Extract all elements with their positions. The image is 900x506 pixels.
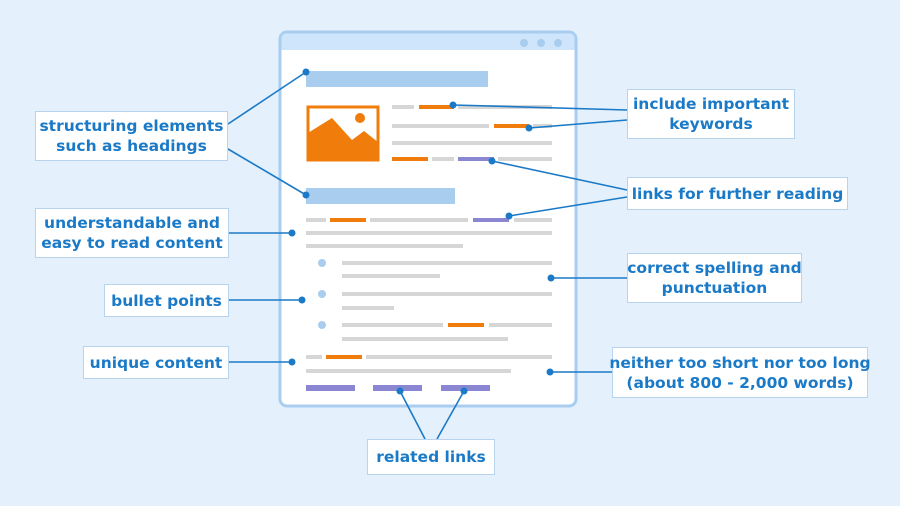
- label-content-length: neither too short nor too long (about 80…: [609, 347, 871, 398]
- label-further-reading: links for further reading: [627, 177, 848, 210]
- bullet-list: [318, 259, 552, 341]
- label-related-links: related links: [367, 439, 495, 475]
- label-line: related links: [376, 448, 486, 466]
- text-lines-paragraph: [306, 218, 552, 248]
- label-important-keywords: include important keywords: [627, 89, 795, 139]
- label-line: easy to read content: [41, 234, 223, 252]
- image-placeholder-icon: [306, 105, 380, 162]
- label-structuring-headings: structuring elements such as headings: [35, 111, 228, 161]
- connector-dots: [288, 68, 555, 395]
- heading-bar-1: [306, 71, 488, 87]
- label-line: (about 800 - 2,000 words): [626, 373, 854, 392]
- label-unique-content: unique content: [83, 346, 229, 379]
- label-line: structuring elements: [39, 117, 224, 135]
- label-line: unique content: [89, 353, 223, 372]
- connectors: [227, 71, 628, 440]
- label-line: such as headings: [56, 137, 207, 155]
- label-bullet-points: bullet points: [104, 284, 229, 317]
- window-dots-icon: [520, 39, 562, 47]
- label-line: keywords: [669, 115, 753, 133]
- label-line: bullet points: [111, 291, 222, 310]
- bullet-dot-icon: [318, 259, 326, 267]
- bullet-dot-icon: [318, 290, 326, 298]
- page-title-bar: [281, 33, 575, 50]
- label-line: punctuation: [661, 279, 768, 297]
- label-line: neither too short nor too long: [609, 353, 871, 372]
- label-understandable-content: understandable and easy to read content: [35, 208, 229, 258]
- label-line: understandable and: [44, 214, 220, 232]
- label-line: links for further reading: [631, 184, 844, 203]
- heading-bar-2: [306, 188, 455, 204]
- bullet-dot-icon: [318, 321, 326, 329]
- text-lines-unique: [306, 355, 552, 373]
- label-spelling-punctuation: correct spelling and punctuation: [627, 253, 802, 303]
- label-line: correct spelling and: [627, 259, 802, 277]
- label-line: include important: [632, 95, 790, 113]
- page-mockup: [278, 30, 578, 408]
